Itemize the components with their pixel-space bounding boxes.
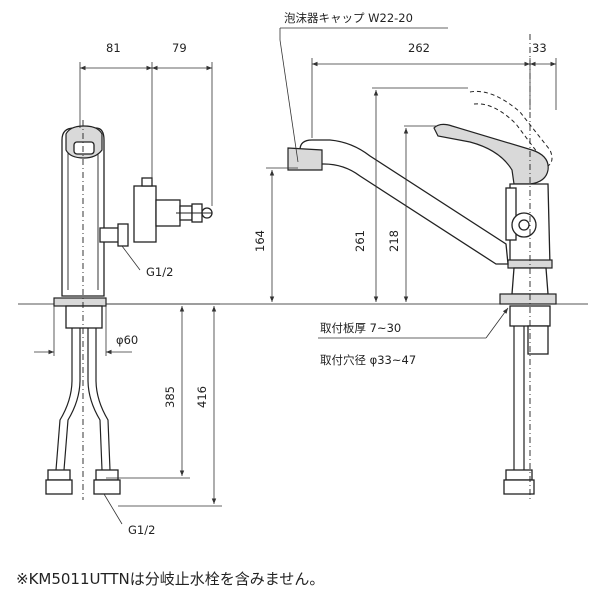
front-dimensions: 泡沫器キャップ W22-20 262 33 164 261 218 取付板厚 7… xyxy=(253,11,557,367)
footnote: ※KM5011UTTNは分岐止水栓を含みません。 xyxy=(16,570,325,588)
thread-label-lower: G1/2 xyxy=(128,523,155,537)
mount-hole-diameter-label: 取付穴径 φ33~47 xyxy=(320,353,416,367)
side-view xyxy=(45,120,213,500)
dim-164: 164 xyxy=(253,230,267,252)
dim-416: 416 xyxy=(195,386,209,408)
dim-218: 218 xyxy=(387,230,401,252)
side-dimensions: 81 79 G1/2 φ60 385 416 G1/2 xyxy=(34,41,222,537)
base-diameter-label: φ60 xyxy=(116,333,138,347)
dim-261: 261 xyxy=(353,230,367,252)
thread-label-upper: G1/2 xyxy=(146,265,173,279)
aerator-cap-label: 泡沫器キャップ W22-20 xyxy=(284,11,413,25)
dim-385: 385 xyxy=(163,386,177,408)
dim-79: 79 xyxy=(172,41,187,55)
front-view xyxy=(287,34,557,500)
mount-plate-thickness-label: 取付板厚 7~30 xyxy=(320,321,401,335)
dim-33: 33 xyxy=(532,41,547,55)
dim-81: 81 xyxy=(106,41,121,55)
dim-262: 262 xyxy=(408,41,430,55)
